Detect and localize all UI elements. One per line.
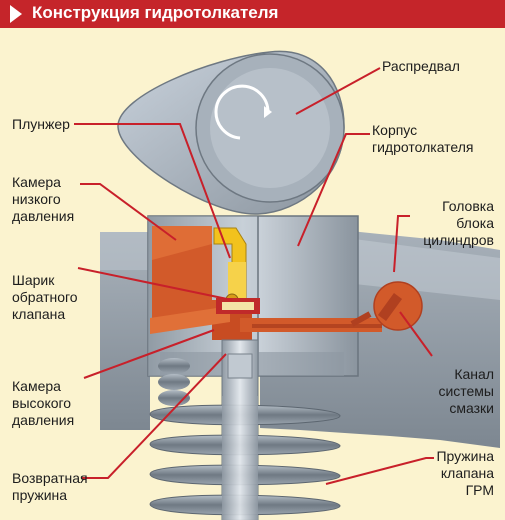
label-plunzher: Плунжер — [12, 116, 70, 132]
check-valve — [216, 298, 260, 314]
label-korpus: Корпус гидротолкателя — [372, 122, 474, 155]
label-golovka: Головка блока цилиндров — [423, 198, 494, 248]
label-sharik: Шарик обратного клапана — [12, 272, 78, 322]
label-pruzhina-grm: Пружина клапана ГРМ — [436, 448, 494, 498]
leader-kamera-vysokogo — [83, 329, 215, 379]
leader-pruzhina-grm — [325, 457, 434, 485]
title-arrow-icon — [10, 5, 22, 23]
diagram-title: Конструкция гидротолкателя — [32, 3, 279, 22]
oil-channel — [240, 281, 423, 332]
label-raspredval: Распредвал — [382, 58, 460, 74]
camshaft — [117, 50, 345, 215]
label-kanal: Канал системы смазки — [438, 366, 494, 416]
return-spring — [158, 358, 190, 406]
leader-sharik — [77, 267, 233, 301]
label-kamera-vysokogo: Камера высокого давления — [12, 378, 75, 428]
label-kamera-nizkogo: Камера низкого давления — [12, 174, 75, 224]
leader-golovka — [393, 215, 410, 273]
valve-spring — [149, 396, 341, 520]
leader-vozvratnaya — [82, 353, 227, 479]
leader-plunzher — [74, 123, 231, 259]
leader-kamera-nizkogo — [80, 183, 177, 241]
leader-korpus — [297, 133, 370, 247]
title-bar: Конструкция гидротолкателя — [0, 0, 505, 28]
leader-lines — [74, 67, 434, 485]
label-vozvratnaya: Возвратная пружина — [12, 470, 88, 503]
leader-kanal — [399, 311, 433, 357]
leader-raspredval — [295, 67, 381, 115]
